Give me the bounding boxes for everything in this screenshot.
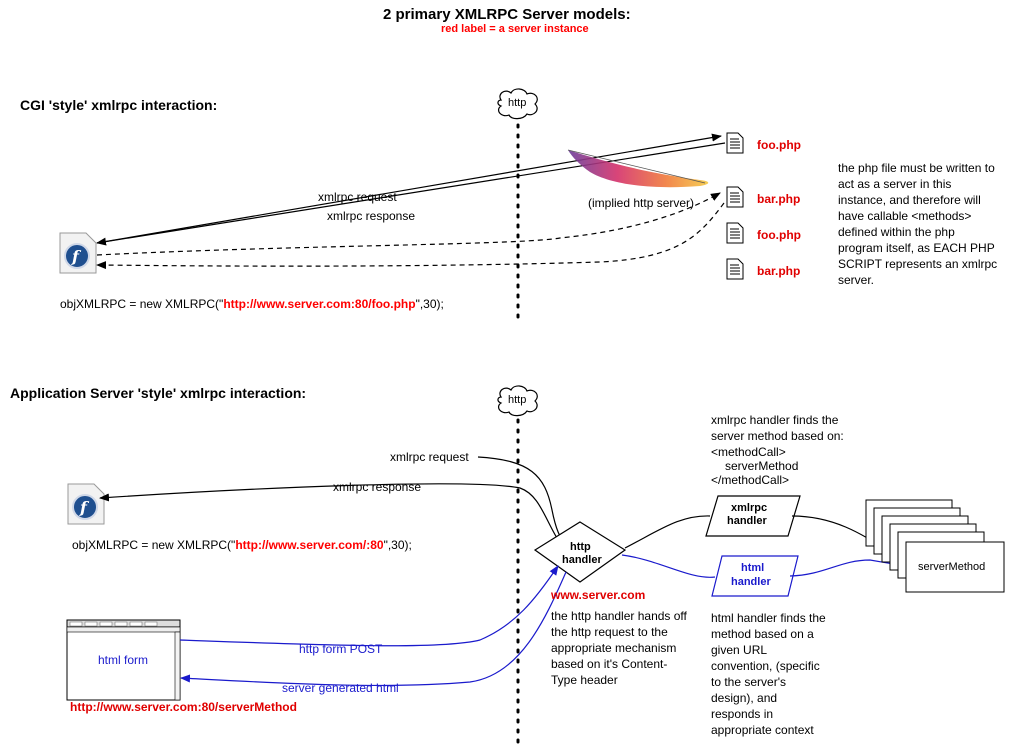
- cgi-response-arrow: [96, 142, 726, 246]
- apache-feather-icon: [567, 149, 709, 188]
- html-handler-note: html handler finds the method based on a…: [711, 611, 826, 737]
- php-file-label: bar.php: [757, 192, 801, 206]
- xmlrpc-note-line-1: xmlrpc handler finds the: [711, 413, 839, 427]
- html-to-method-line: [789, 559, 906, 577]
- cgi-code-line: objXMLRPC = new XMLRPC("http://www.serve…: [60, 297, 444, 311]
- php-file-label: bar.php: [757, 264, 801, 278]
- http-to-xmlrpc-line: [624, 515, 711, 549]
- http-handler-label-1: http: [570, 541, 591, 553]
- xmlrpc-note-line-4: serverMethod: [725, 459, 799, 473]
- php-file-icon: [726, 222, 744, 244]
- cloud-icon: [497, 88, 538, 120]
- cloud-icon: [497, 385, 538, 417]
- app-code-line: objXMLRPC = new XMLRPC("http://www.serve…: [72, 538, 412, 552]
- xmlrpc-note-line-3: <methodCall>: [711, 445, 786, 459]
- page-title: 2 primary XMLRPC Server models:: [383, 6, 631, 23]
- html-form-label: html form: [98, 653, 149, 667]
- implied-http-server-label: (implied http server): [588, 196, 695, 210]
- cgi-code-url: http://www.server.com:80/foo.php: [223, 297, 416, 311]
- svg-text:f: f: [79, 498, 90, 517]
- svg-text:f: f: [71, 247, 82, 266]
- app-cloud-label: http: [508, 394, 527, 406]
- html-handler-label-1: html: [741, 562, 765, 574]
- html-handler-label-2: handler: [731, 576, 771, 588]
- xmlrpc-handler-label-2: handler: [727, 515, 767, 527]
- flash-icon: f: [59, 232, 97, 274]
- php-file-icon: [726, 132, 744, 154]
- html-handler-shape: [711, 555, 799, 597]
- http-handler-note: the http handler hands off the http requ…: [551, 609, 687, 687]
- cgi-dashed-request: [96, 192, 721, 256]
- php-file-label: foo.php: [757, 228, 801, 242]
- php-file-icon: [726, 186, 744, 208]
- form-post-label: http form POST: [299, 642, 383, 656]
- app-request-label: xmlrpc request: [390, 450, 469, 464]
- cgi-request-arrow: [96, 133, 722, 244]
- cgi-response-label: xmlrpc response: [327, 209, 416, 223]
- server-name-label: www.server.com: [551, 588, 646, 602]
- app-response-arrow: [99, 483, 561, 544]
- http-to-html-line: [621, 554, 716, 578]
- xmlrpc-handler-shape: [705, 495, 801, 537]
- cgi-request-label: xmlrpc request: [318, 190, 397, 204]
- app-response-label: xmlrpc response: [333, 480, 422, 494]
- browser-window-icon: [66, 619, 181, 701]
- server-html-label: server generated html: [282, 681, 399, 695]
- flash-icon: f: [67, 483, 105, 525]
- http-handler-diamond: [533, 521, 627, 583]
- php-file-icon: [726, 258, 744, 280]
- app-heading: Application Server 'style' xmlrpc intera…: [10, 385, 307, 401]
- server-method-stack: [865, 499, 1005, 593]
- server-html-arrow: [180, 571, 567, 687]
- xmlrpc-note-line-5: </methodCall>: [711, 473, 790, 487]
- xmlrpc-note-line-2: server method based on:: [711, 429, 844, 443]
- cgi-note: the php file must be written to act as a…: [838, 161, 998, 287]
- server-method-label: serverMethod: [918, 561, 986, 573]
- xmlrpc-handler-label-1: xmlrpc: [731, 502, 768, 514]
- form-url-label: http://www.server.com:80/serverMethod: [70, 700, 297, 714]
- form-post-arrow: [179, 565, 559, 647]
- cgi-dashed-response: [96, 202, 725, 270]
- app-code-url: http://www.server.com/:80: [235, 538, 384, 552]
- cgi-heading: CGI 'style' xmlrpc interaction:: [20, 97, 218, 113]
- page-subtitle: red label = a server instance: [441, 23, 589, 35]
- http-handler-label-2: handler: [562, 554, 602, 566]
- cgi-cloud-label: http: [508, 97, 527, 109]
- php-file-label: foo.php: [757, 138, 801, 152]
